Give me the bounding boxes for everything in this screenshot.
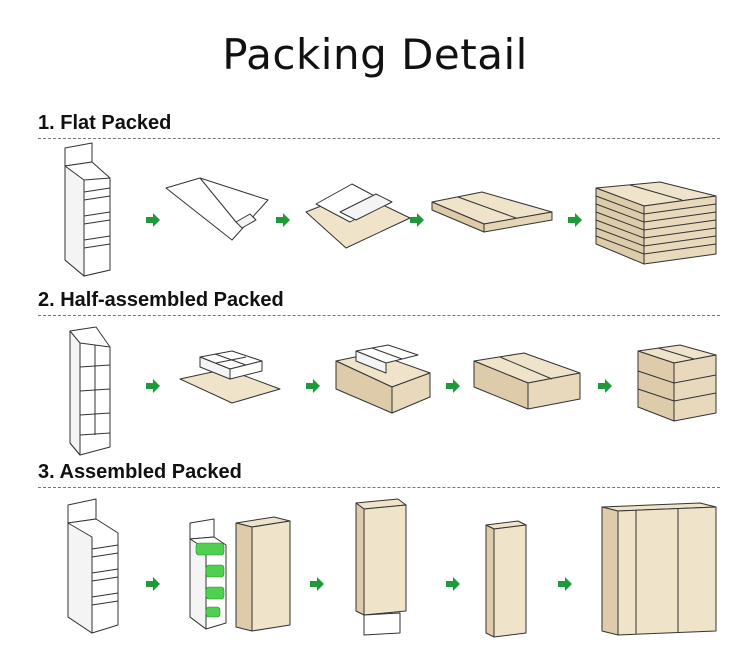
dashed-divider xyxy=(38,315,720,316)
green-arrow-right-icon xyxy=(410,213,424,227)
sheet-on-carton-illustration xyxy=(305,183,411,249)
section-heading: 3. Assembled Packed xyxy=(38,461,242,483)
green-arrow-right-icon xyxy=(146,577,160,591)
dashed-divider xyxy=(38,487,720,488)
display-stand-illustration xyxy=(64,142,111,277)
page-title: Packing Detail xyxy=(222,30,528,79)
flat-carton-illustration xyxy=(431,191,553,233)
green-arrow-right-icon xyxy=(310,577,324,591)
tray-on-carton-illustration xyxy=(179,350,281,404)
section-assembled-packed: 3. Assembled Packed xyxy=(0,461,750,646)
stacked-cartons-illustration xyxy=(637,344,717,422)
tall-carton-illustration xyxy=(235,516,291,632)
sealed-tall-carton-illustration xyxy=(485,520,527,638)
green-arrow-right-icon xyxy=(558,577,572,591)
closed-carton-illustration xyxy=(473,352,581,410)
stacked-cartons-illustration xyxy=(595,181,717,265)
green-arrow-right-icon xyxy=(146,213,160,227)
green-arrow-right-icon xyxy=(568,213,582,227)
flat-packed-illustration xyxy=(64,142,717,277)
green-arrow-right-icon xyxy=(446,577,460,591)
green-arrow-right-icon xyxy=(598,379,612,393)
dashed-divider xyxy=(38,138,720,139)
section-heading: 1. Flat Packed xyxy=(38,112,172,134)
flat-sheet-illustration xyxy=(165,177,269,241)
section-flat-packed: 1. Flat Packed xyxy=(0,112,750,282)
stocked-display-illustration xyxy=(189,518,227,630)
section-half-assembled-packed: 2. Half-assembled Packed xyxy=(0,289,750,459)
assembled-illustration xyxy=(67,498,717,638)
green-arrow-right-icon xyxy=(446,379,460,393)
display-stand-illustration xyxy=(69,326,111,456)
green-arrow-right-icon xyxy=(306,379,320,393)
half-assembled-illustration xyxy=(69,326,717,456)
tray-in-open-carton-illustration xyxy=(335,344,431,414)
carton-over-stand-illustration xyxy=(355,498,407,636)
grouped-tall-cartons-illustration xyxy=(601,502,717,636)
green-arrow-right-icon xyxy=(276,213,290,227)
green-arrow-right-icon xyxy=(146,379,160,393)
display-stand-illustration xyxy=(67,498,119,634)
section-heading: 2. Half-assembled Packed xyxy=(38,289,284,311)
